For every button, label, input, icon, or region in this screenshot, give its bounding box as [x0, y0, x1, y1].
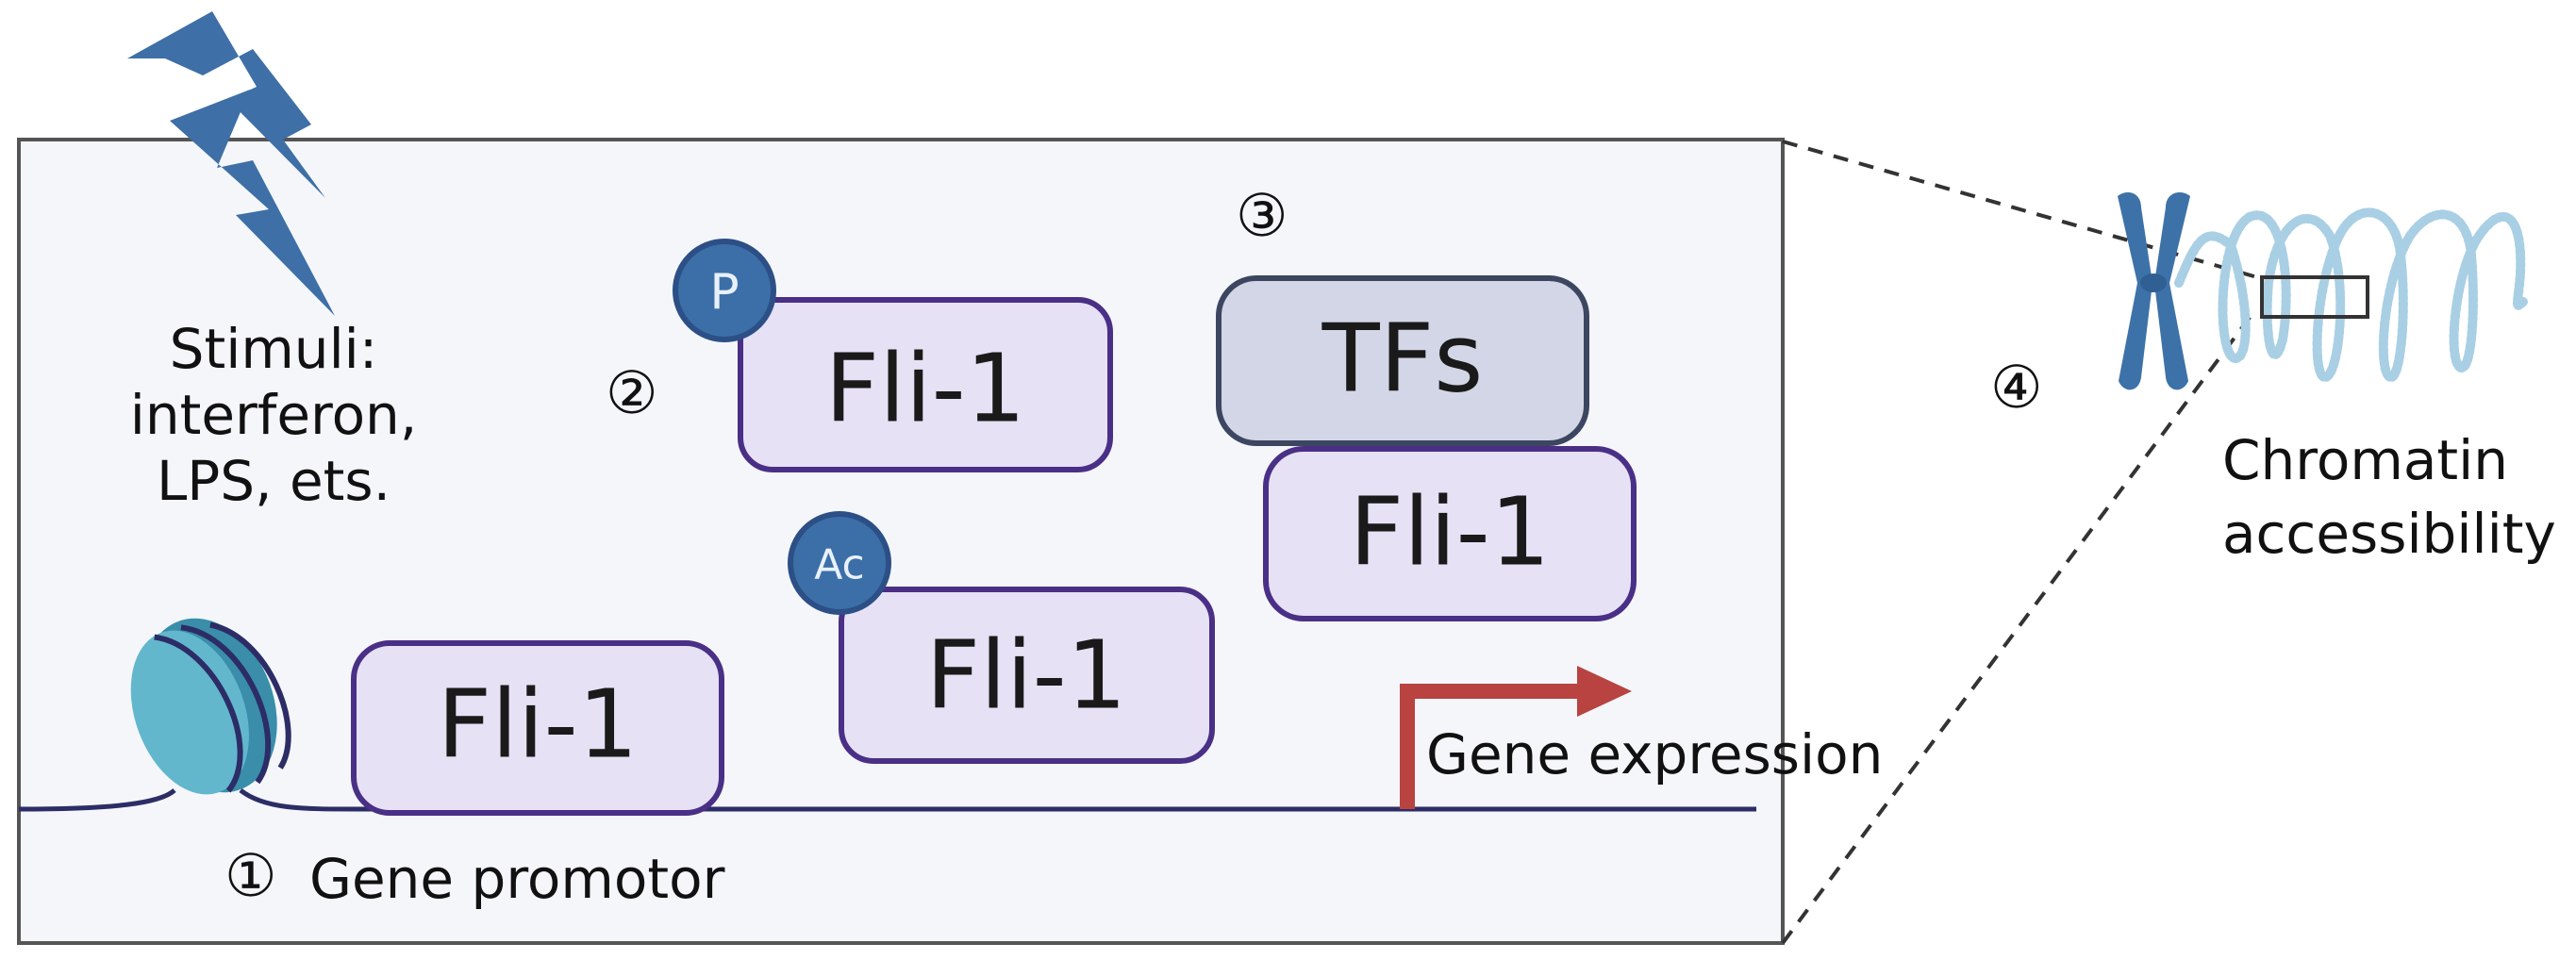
chromosome-icon — [2118, 192, 2190, 390]
lightning-lower-icon — [170, 90, 335, 316]
fli1-tf-complex-label: Fli-1 — [1350, 477, 1551, 588]
tfs-label: TFs — [1321, 304, 1484, 414]
tfs-box — [1216, 275, 1589, 446]
chromatin-label-line-2: accessibility — [2222, 502, 2556, 566]
fli1-acetyl-label: Fli-1 — [926, 621, 1127, 731]
marker-one: ① — [224, 841, 277, 910]
acetyl-badge-label: Ac — [814, 541, 865, 589]
acetyl-badge — [788, 511, 891, 615]
chromatin-fiber — [2174, 207, 2528, 383]
lightning-icon — [127, 11, 325, 198]
phospho-badge-label: P — [709, 264, 739, 321]
gene-expression-label: Gene expression — [1426, 722, 1883, 786]
marker-four: ④ — [1990, 353, 2043, 422]
nucleosome-icon — [130, 618, 291, 795]
fli1-promoter-box — [351, 640, 724, 816]
fli1-acetyl-box — [839, 587, 1215, 764]
fli1-tf-complex-box — [1263, 446, 1637, 621]
stimuli-line-2: interferon, — [130, 383, 418, 447]
chromatin-label-line-1: Chromatin — [2222, 428, 2508, 492]
fli1-promoter-label: Fli-1 — [438, 670, 639, 780]
marker-three: ③ — [1236, 181, 1288, 250]
dna-strand — [18, 788, 1756, 812]
gene-expression-arrowhead — [1577, 666, 1632, 717]
chromatin-highlight-box — [2260, 275, 2369, 319]
stimuli-line-3: LPS, ets. — [157, 449, 391, 513]
stimuli-line-1: Stimuli: — [170, 317, 378, 381]
fli1-phospho-box — [738, 297, 1113, 472]
marker-two: ② — [606, 358, 658, 427]
zoom-line-top — [1782, 140, 2265, 281]
phospho-badge — [673, 239, 776, 342]
gene-promotor-label: Gene promotor — [309, 847, 725, 911]
gene-expression-arrow — [1400, 684, 1594, 809]
fli1-phospho-label: Fli-1 — [825, 334, 1026, 444]
